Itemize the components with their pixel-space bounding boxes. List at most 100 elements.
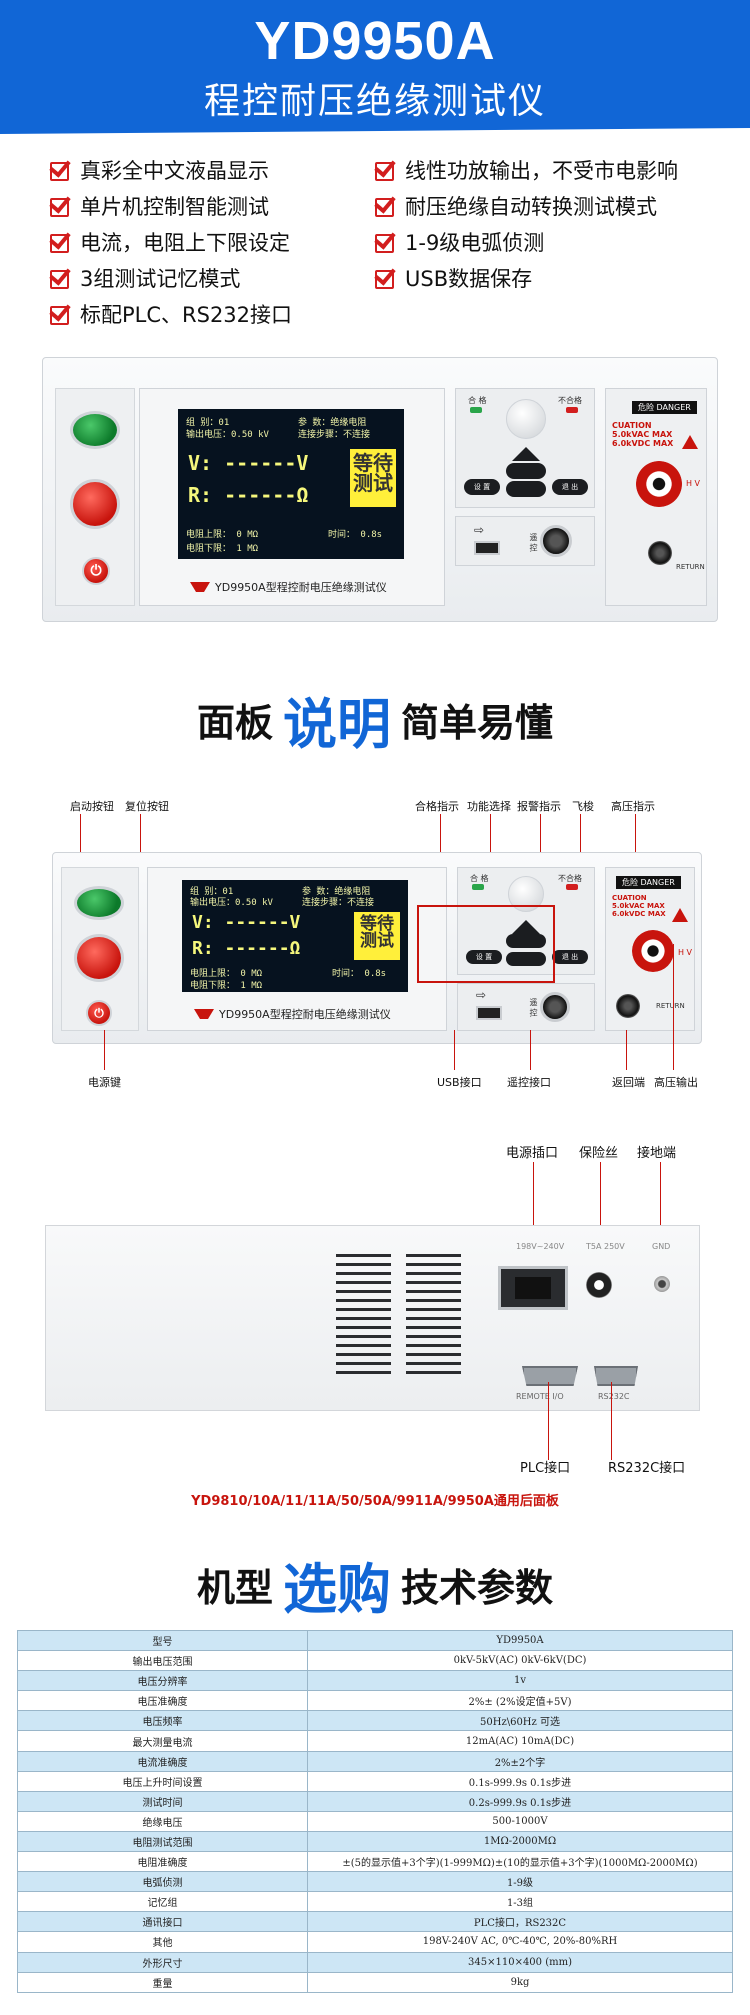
screen-bezel: 组 别：01 参 数：绝缘电阻 输出电压：0.50 kV 连接步骤：不连接 V:… <box>147 867 447 1031</box>
spec-value: YD9950A <box>307 1629 733 1652</box>
spec-value: 1-3组 <box>307 1891 733 1913</box>
hv-output-jack <box>632 930 674 972</box>
screen-wait-badge: 等待测试 <box>350 449 396 507</box>
reset-button <box>74 934 124 982</box>
nameplate: YD9950A型程控耐电压绝缘测试仪 <box>194 1006 391 1022</box>
danger-label: 危险 DANGER <box>632 401 697 414</box>
nameplate: YD9950A型程控耐电压绝缘测试仪 <box>190 579 387 595</box>
exit-key: 退 出 <box>552 479 588 495</box>
return-jack <box>648 541 672 565</box>
model-title: YD9950A <box>254 11 496 71</box>
usb-port <box>474 541 500 555</box>
spec-key: 测试时间 <box>17 1790 308 1812</box>
screen-wait-badge: 等待测试 <box>354 912 400 960</box>
spec-key: 电弧侦测 <box>17 1871 308 1893</box>
device-front-annotated: ⏻ 组 别：01 参 数：绝缘电阻 输出电压：0.50 kV 连接步骤：不连接 … <box>52 852 702 1044</box>
checkmark-icon <box>50 232 70 253</box>
screen-upper-limit: 电阻上限： 0 MΩ <box>186 530 259 540</box>
spec-key: 电流准确度 <box>17 1750 308 1772</box>
checkmark-icon <box>50 160 70 181</box>
ground-terminal <box>654 1276 670 1292</box>
warning-icon <box>672 908 688 922</box>
spec-key: 最大测量电流 <box>17 1730 308 1752</box>
callout-pass-indicator: 合格指示 <box>415 800 459 813</box>
remote-port <box>540 525 572 557</box>
exit-key: 退 出 <box>552 950 588 964</box>
callout-plc: PLC接口 <box>520 1461 571 1476</box>
usb-icon: ⇨ <box>476 988 487 1002</box>
feature-item: 电流，电阻上下限设定 <box>50 227 290 257</box>
feature-item: 耐压绝缘自动转换测试模式 <box>375 191 657 221</box>
callout-rs232: RS232C接口 <box>608 1461 686 1476</box>
spec-value: 198V-240V AC, 0℃-40℃, 20%-80%RH <box>307 1931 733 1953</box>
device-front-photo: ⏻ 组 别：01 参 数：绝缘电阻 输出电压：0.50 kV 连接步骤：不连接 … <box>42 357 718 622</box>
checkmark-icon <box>375 232 395 253</box>
fail-led <box>566 884 578 890</box>
callout-power-key: 电源键 <box>88 1076 121 1089</box>
spec-value: 1-9级 <box>307 1871 733 1893</box>
set-key: 设 置 <box>464 479 500 495</box>
spec-value: 0.1s-999.9s 0.1s步进 <box>307 1770 733 1792</box>
rear-panel-photo: 198V~240V T5A 250V GND REMOTE I/O RS232C <box>45 1225 700 1411</box>
screen-group: 组 别：01 <box>186 418 230 428</box>
feature-item: 3组测试记忆模式 <box>50 263 240 293</box>
down-key <box>506 481 546 497</box>
return-jack <box>616 994 640 1018</box>
usb-port <box>476 1006 502 1020</box>
callout-hv-indicator: 高压指示 <box>611 800 655 813</box>
checkmark-icon <box>50 196 70 217</box>
callout-shuttle: 飞梭 <box>572 800 594 813</box>
power-icon: ⏻ <box>82 557 110 585</box>
feature-item: USB数据保存 <box>375 263 532 293</box>
spec-key: 电压分辨率 <box>17 1670 308 1692</box>
spec-value: 0kV-5kV(AC) 0kV-6kV(DC) <box>307 1650 733 1672</box>
feature-item: 1-9级电弧侦测 <box>375 227 544 257</box>
rs232-port <box>594 1366 638 1386</box>
spec-key: 通讯接口 <box>17 1911 308 1933</box>
warning-icon <box>682 435 698 449</box>
spec-key: 输出电压范围 <box>17 1650 308 1672</box>
vent-grille <box>336 1254 506 1384</box>
callout-alarm-indicator: 报警指示 <box>517 800 561 813</box>
function-key <box>506 463 546 479</box>
set-key: 设 置 <box>466 950 502 964</box>
pass-led <box>472 884 484 890</box>
spec-value: PLC接口，RS232C <box>307 1911 733 1933</box>
screen-voltage: 输出电压：0.50 kV <box>186 430 269 440</box>
start-button <box>74 886 124 920</box>
callout-return: 返回端 <box>612 1076 645 1089</box>
plc-port <box>522 1366 578 1386</box>
spec-key: 电压准确度 <box>17 1690 308 1712</box>
io-ports-panel: ⇨ 遥 控 <box>457 983 595 1031</box>
function-highlight-box <box>417 905 555 983</box>
callout-ground: 接地端 <box>637 1146 677 1161</box>
spec-key: 其他 <box>17 1931 308 1953</box>
shuttle-knob <box>506 399 546 439</box>
callout-fuse: 保险丝 <box>579 1146 619 1161</box>
arrow-up-icon <box>512 447 540 461</box>
product-subtitle: 程控耐压绝缘测试仪 <box>203 81 546 122</box>
start-button <box>70 411 120 449</box>
spec-value: 345×110×400 (mm) <box>307 1951 733 1973</box>
power-icon: ⏻ <box>86 1000 112 1026</box>
spec-key: 电压频率 <box>17 1710 308 1732</box>
brand-logo-icon <box>190 582 210 592</box>
feature-item: 真彩全中文液晶显示 <box>50 155 269 185</box>
spec-value: 2%± (2%设定值+5V) <box>307 1690 733 1712</box>
spec-value: 1MΩ-2000MΩ <box>307 1830 733 1853</box>
rear-panel-note: YD9810/10A/11/11A/50/50A/9911A/9950A通用后面… <box>191 1494 559 1509</box>
control-keypad: 合 格 不合格 设 置 退 出 <box>455 388 595 508</box>
feature-item: 线性功放输出，不受市电影响 <box>375 155 678 185</box>
function-key <box>506 934 546 948</box>
spec-value: 12mA(AC) 10mA(DC) <box>307 1730 733 1752</box>
